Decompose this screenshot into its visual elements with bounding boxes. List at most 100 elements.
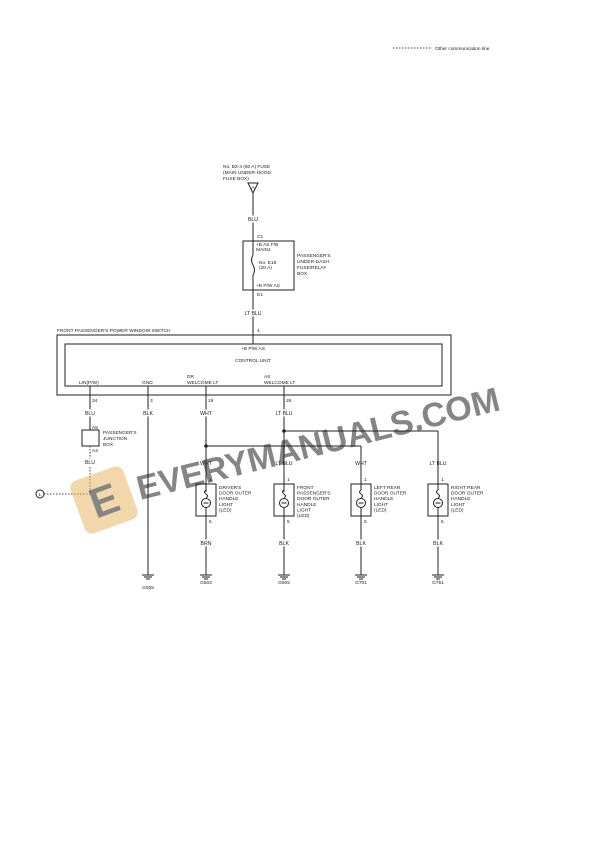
gnd-ground-label: G505 — [142, 585, 154, 591]
switch-feed-label-bg: LT BLU — [244, 311, 261, 317]
under-dash-out-terminal: +B P/W AS — [256, 283, 280, 289]
gnd-wire-label: BLK — [143, 411, 153, 417]
light-label-line: HANDLE — [451, 496, 470, 502]
under-dash-fuse-box: C1 +B AS F/B MAIN1 No. E18 (20 A) +B P/W… — [242, 234, 331, 298]
under-dash-in-terminal-2: MAIN1 — [256, 247, 271, 253]
under-dash-in-pin: C1 — [257, 234, 263, 240]
ground-label: G505 — [278, 580, 290, 586]
light-wire-in-label: WHT — [200, 461, 213, 467]
watermark-logo: E — [70, 466, 138, 534]
light-label-line: HANDLE — [374, 496, 393, 502]
led-icon — [356, 498, 366, 508]
light-label-line: LIGHT — [219, 502, 233, 508]
fuse-rating-2: (20 A) — [259, 265, 272, 271]
light-wire-out-label: BLK — [279, 541, 289, 547]
junction-box: A5 A4 PASSENGER'S JUNCTION BOX BLU BLU L — [35, 425, 137, 499]
switch-feed-label: LT BLU — [244, 311, 261, 317]
light-label-line: LEFT REAR — [374, 485, 401, 491]
lin-wire-label: BLU — [85, 411, 95, 417]
light-label-line: DOOR OUTER — [374, 491, 407, 497]
connector-l-icon — [35, 489, 45, 499]
ltblu-splice-dot — [282, 429, 286, 433]
resistor-icon — [282, 489, 286, 499]
light-label-line: DOOR OUTER — [451, 491, 484, 497]
light-pin-in: 1 — [364, 477, 367, 483]
light-wire-out-label-bg: BLK — [356, 541, 366, 547]
light-label-line: DOOR OUTER — [219, 491, 252, 497]
light-pin-in: 1 — [287, 477, 290, 483]
junction-pin-out: A4 — [92, 448, 98, 454]
control-unit-label: CONTROL UNIT — [235, 358, 271, 364]
under-dash-box-outline — [242, 240, 295, 291]
feed-wire-label: BLU — [248, 217, 258, 223]
pin-26: 26 — [286, 398, 292, 404]
light-wire-out-label-bg: BLK — [279, 541, 289, 547]
fuse-source-line-1: No. B3-3 (60 A) FUSE — [223, 164, 270, 170]
junction-wire-label-bg: BLU — [85, 460, 95, 466]
under-dash-out-pin: E1 — [257, 292, 263, 298]
lin-wire-label-bg: BLU — [85, 411, 95, 417]
light-pin-out: 5 — [441, 519, 444, 525]
light-label-line: LIGHT — [451, 502, 465, 508]
light-wire-out-label: BLK — [356, 541, 366, 547]
pin-19: 19 — [208, 398, 214, 404]
junction-pin-in: A5 — [92, 425, 98, 431]
feed-wire-label-bg: BLU — [248, 217, 258, 223]
light-wire-in-label: LT BLU — [429, 461, 446, 467]
under-dash-label-1: PASSENGER'S — [297, 253, 331, 259]
light-label-line: LIGHT — [297, 507, 311, 513]
led-icon — [201, 498, 211, 508]
junction-label-2: JUNCTION — [103, 436, 128, 442]
switch-power-pin: 4 — [257, 328, 260, 334]
dr-wire-label: WHT — [200, 411, 213, 417]
light-label-line: LIGHT — [374, 502, 388, 508]
light-label-line: PASSENGER'S — [297, 491, 331, 497]
switch-power-terminal: +B P/W AS — [241, 346, 265, 352]
legend-label: Other communication line — [435, 46, 490, 52]
ground-label: G502 — [200, 580, 212, 586]
fuse-rating-1: No. E18 — [259, 260, 277, 266]
fuse-source-line-2: (MAIN UNDER-HOOD — [223, 170, 272, 176]
light-wire-out-label: BRN — [201, 541, 212, 547]
watermark-logo-badge — [70, 466, 138, 534]
light-label-line: (LED) — [219, 507, 232, 513]
legend: Other communication line — [393, 46, 490, 52]
junction-label-1: PASSENGER'S — [103, 430, 137, 436]
resistor-icon — [359, 489, 363, 499]
light-pin-out: 5 — [364, 519, 367, 525]
light-wire-in-label: WHT — [355, 461, 368, 467]
light-label-line: RIGHT REAR — [451, 485, 481, 491]
junction-wire-label: BLU — [85, 460, 95, 466]
terminal-dr-label-1: DR — [187, 374, 194, 380]
junction-box-outline — [81, 429, 100, 447]
wht-splice-dot — [204, 444, 208, 448]
switch-title: FRONT PASSENGER'S POWER WINDOW SWITCH — [57, 328, 171, 334]
dr-wire-label-bg: WHT — [200, 411, 213, 417]
light-wire-out-label: BLK — [433, 541, 443, 547]
switch-outer-box — [56, 334, 452, 396]
gnd-wire-label-bg: BLK — [143, 411, 153, 417]
connector-triangle-icon — [247, 182, 259, 195]
ground-label: G751 — [432, 580, 444, 586]
power-window-switch: FRONT PASSENGER'S POWER WINDOW SWITCH +B… — [56, 328, 452, 404]
light-label-line: HANDLE — [219, 496, 238, 502]
pin-3: 3 — [150, 398, 153, 404]
control-unit-box — [64, 343, 443, 387]
led-icon — [433, 498, 443, 508]
light-pin-out: 5 — [287, 519, 290, 525]
terminal-as-label-2: WELCOME LT — [264, 380, 295, 386]
light-label-line: (LED) — [451, 507, 464, 513]
under-dash-label-3: FUSE/RELAY — [297, 265, 327, 271]
resistor-icon — [436, 489, 440, 499]
led-icon — [279, 498, 289, 508]
as-wire-label: LT BLU — [275, 411, 292, 417]
light-pin-in: 1 — [209, 477, 212, 483]
pin-34: 34 — [92, 398, 98, 404]
under-dash-label-4: BOX — [297, 271, 308, 277]
